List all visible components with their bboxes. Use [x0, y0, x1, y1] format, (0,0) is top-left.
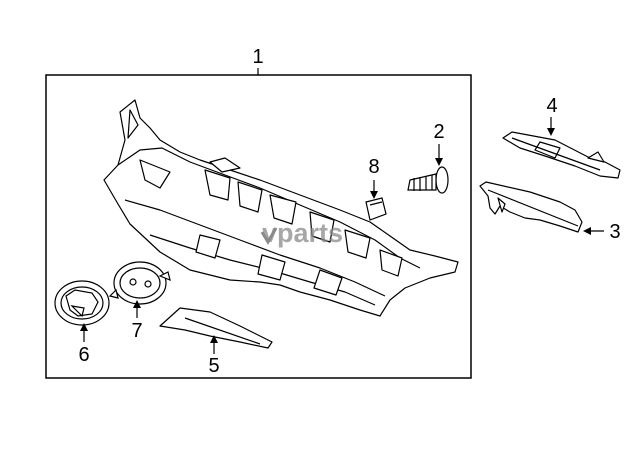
arrow-7	[133, 300, 141, 308]
watermark-logo-mark	[260, 227, 278, 245]
bolt-part	[407, 166, 449, 194]
arrow-4	[547, 128, 555, 136]
lower-bracket-part	[479, 181, 583, 233]
upper-bracket-part	[502, 131, 621, 179]
callout-7: 7	[131, 320, 143, 342]
clip-part	[365, 197, 387, 221]
grille-support-part	[103, 99, 459, 317]
watermark-text: vparts	[262, 218, 344, 248]
emblem-backing-part	[108, 261, 171, 305]
arrow-6	[80, 323, 88, 331]
callout-3: 3	[609, 221, 621, 243]
arrow-3	[583, 227, 591, 235]
arrow-5	[210, 335, 218, 343]
callout-2: 2	[433, 121, 445, 143]
arrow-2	[435, 158, 443, 166]
callout-1: 1	[252, 46, 264, 68]
callout-8: 8	[368, 156, 380, 178]
arrow-8	[370, 191, 378, 199]
trim-strip-part	[159, 307, 273, 349]
callout-4: 4	[546, 95, 558, 117]
emblem-part	[54, 280, 110, 326]
callout-5: 5	[208, 355, 220, 377]
callout-6: 6	[78, 344, 90, 366]
